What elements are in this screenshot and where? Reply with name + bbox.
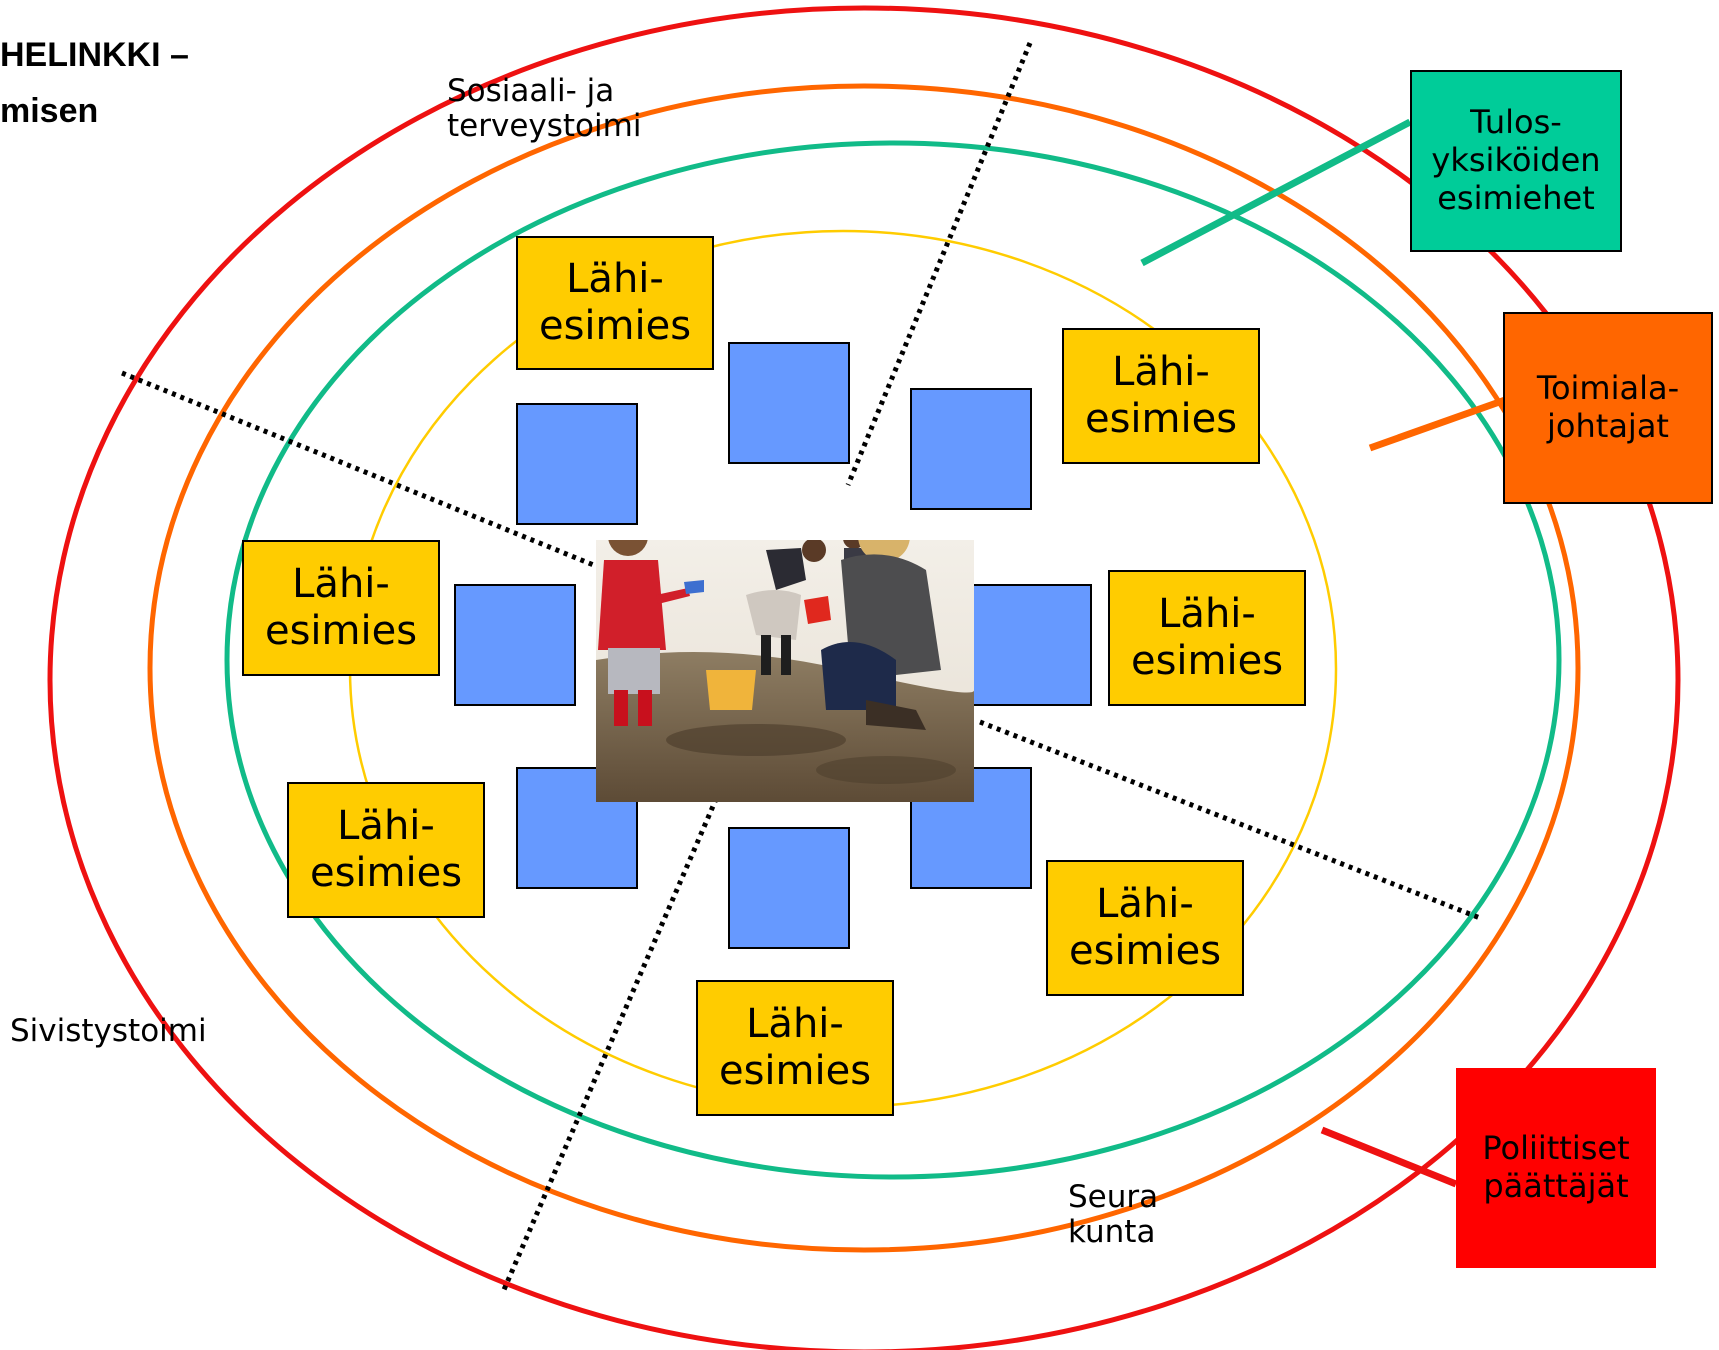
- divider-left: [121, 370, 597, 569]
- sector-parish-label: Seura kunta: [1068, 1179, 1159, 1250]
- inner-ring: [224, 140, 1562, 1180]
- sector-directors-box: Toimiala- johtajat: [1503, 312, 1713, 504]
- outer-ring: [47, 5, 1681, 1350]
- employee-square: [970, 584, 1092, 706]
- divider-bottom: [500, 789, 723, 1293]
- employee-square: [454, 584, 576, 706]
- employee-square: [910, 767, 1032, 889]
- close-supervisor-box: Lähi- esimies: [1062, 328, 1260, 464]
- connector-sector-directors: [1368, 396, 1507, 452]
- connector-unit-managers: [1140, 118, 1412, 267]
- employee-square: [910, 388, 1032, 510]
- sector-social-health-label: Sosiaali- ja terveystoimi: [447, 73, 642, 144]
- beach-family-photo: [596, 540, 974, 802]
- title-fragment-line1: HELINKKI –: [0, 36, 189, 74]
- politicians-box: Poliittiset päättäjät: [1456, 1068, 1656, 1268]
- close-supervisor-box: Lähi- esimies: [516, 236, 714, 370]
- close-supervisor-box: Lähi- esimies: [242, 540, 440, 676]
- title-fragment-line2: misen: [0, 92, 99, 130]
- close-supervisor-box: Lähi- esimies: [696, 980, 894, 1116]
- close-supervisor-box: Lähi- esimies: [1108, 570, 1306, 706]
- employee-square: [516, 403, 638, 525]
- unit-managers-box: Tulos- yksiköiden esimiehet: [1410, 70, 1622, 252]
- employee-square: [728, 827, 850, 949]
- employee-square: [728, 342, 850, 464]
- middle-ring: [147, 83, 1581, 1253]
- divider-top: [845, 42, 1033, 486]
- close-supervisor-box: Lähi- esimies: [287, 782, 485, 918]
- connector-politicians: [1320, 1126, 1458, 1188]
- sector-education-label: Sivistystoimi: [10, 1013, 207, 1049]
- close-supervisor-box: Lähi- esimies: [1046, 860, 1244, 996]
